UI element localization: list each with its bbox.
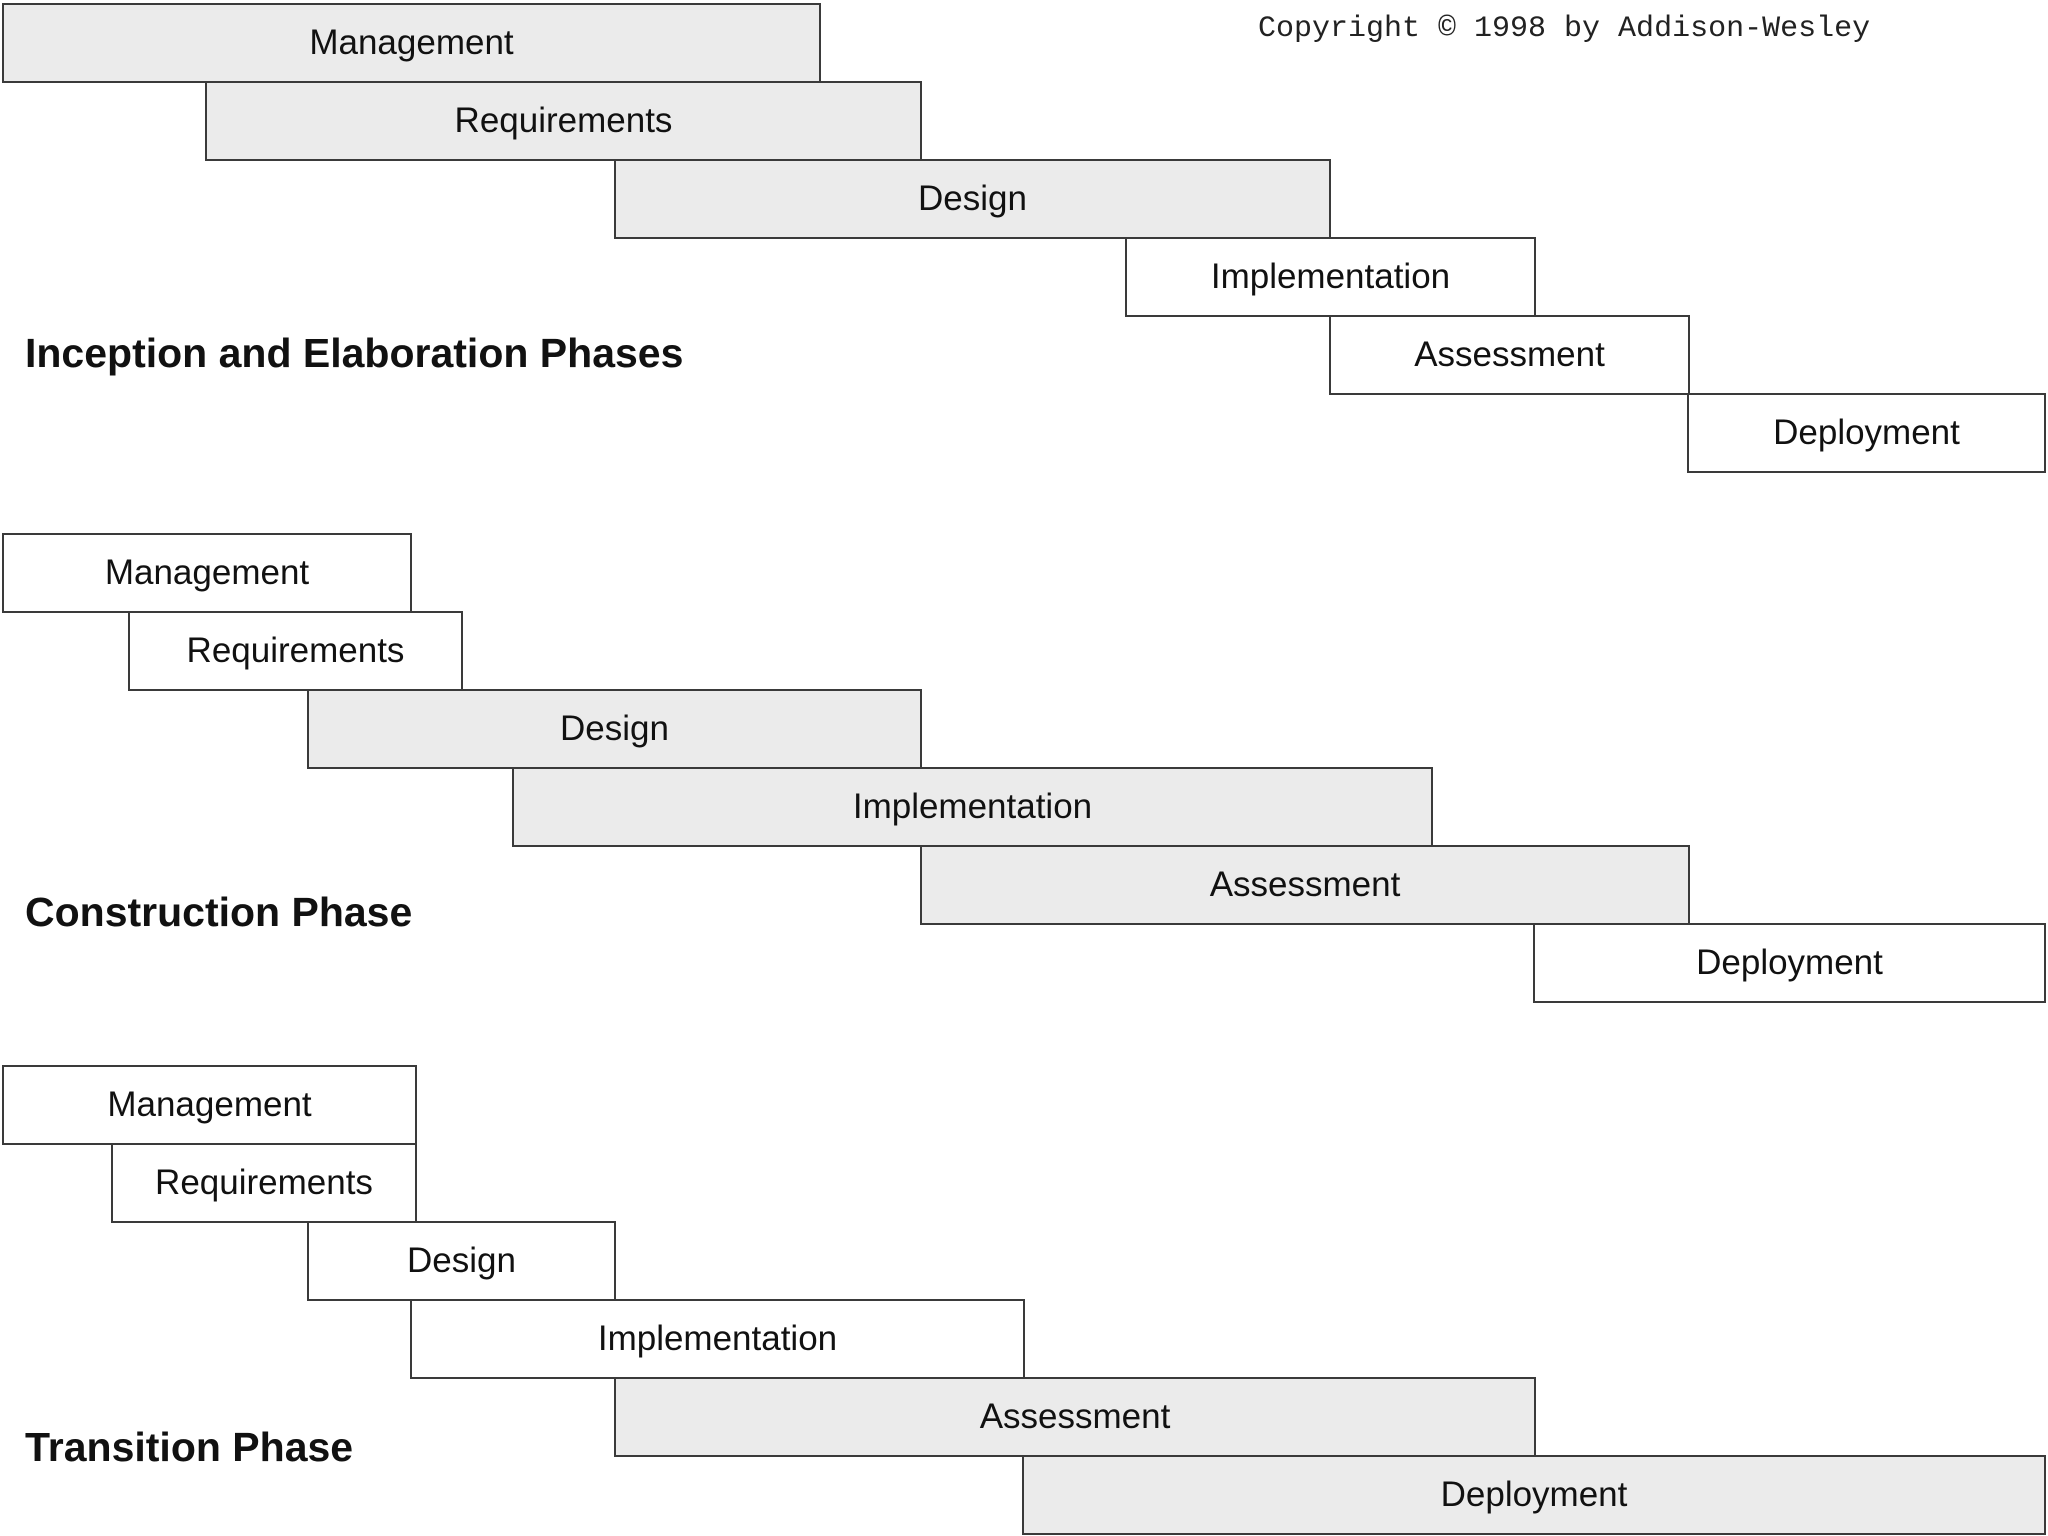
activity-label: Assessment — [979, 1397, 1171, 1436]
activity-label: Design — [407, 1241, 516, 1280]
activity-label: Deployment — [1440, 1475, 1628, 1514]
activity-label: Requirements — [155, 1163, 373, 1202]
activity-label: Assessment — [1209, 865, 1401, 904]
phase-3-activity-requirements: Requirements — [111, 1143, 417, 1223]
phase-3-activity-design: Design — [307, 1221, 616, 1301]
phase-3-activity-deployment: Deployment — [1022, 1455, 2046, 1535]
activity-label: Management — [107, 1085, 312, 1124]
phase-1-activity-requirements: Requirements — [205, 81, 922, 161]
phase-3-activity-management: Management — [2, 1065, 417, 1145]
activity-label: Management — [309, 23, 514, 62]
phase-2-activity-assessment: Assessment — [920, 845, 1690, 925]
phase-2-activity-implementation: Implementation — [512, 767, 1433, 847]
activity-label: Design — [918, 179, 1027, 218]
phase-2-activity-deployment: Deployment — [1533, 923, 2046, 1003]
activity-label: Implementation — [852, 787, 1093, 826]
phase-2-title: Construction Phase — [25, 889, 413, 935]
phase-2-activity-requirements: Requirements — [128, 611, 463, 691]
phase-1-activity-management: Management — [2, 3, 821, 83]
activity-label: Assessment — [1414, 335, 1605, 374]
phase-1-activity-assessment: Assessment — [1329, 315, 1690, 395]
phase-1-activity-design: Design — [614, 159, 1331, 239]
activity-label: Deployment — [1773, 413, 1960, 452]
activity-label: Implementation — [1210, 257, 1451, 296]
phase-1-activity-implementation: Implementation — [1125, 237, 1536, 317]
phase-1-title: Inception and Elaboration Phases — [25, 330, 684, 376]
activity-label: Implementation — [597, 1319, 838, 1358]
activity-label: Management — [104, 553, 310, 592]
activity-label: Deployment — [1696, 943, 1883, 982]
phase-1-activity-deployment: Deployment — [1687, 393, 2046, 473]
phase-3-title: Transition Phase — [25, 1424, 354, 1470]
copyright-notice: Copyright © 1998 by Addison-Wesley — [1258, 12, 1871, 46]
phase-3-activity-implementation: Implementation — [410, 1299, 1025, 1379]
phase-2-activity-design: Design — [307, 689, 922, 769]
activity-label: Requirements — [454, 101, 673, 140]
activity-label: Requirements — [186, 631, 405, 670]
activity-label: Design — [560, 709, 669, 748]
phase-3-activity-assessment: Assessment — [614, 1377, 1536, 1457]
phase-2-activity-management: Management — [2, 533, 412, 613]
